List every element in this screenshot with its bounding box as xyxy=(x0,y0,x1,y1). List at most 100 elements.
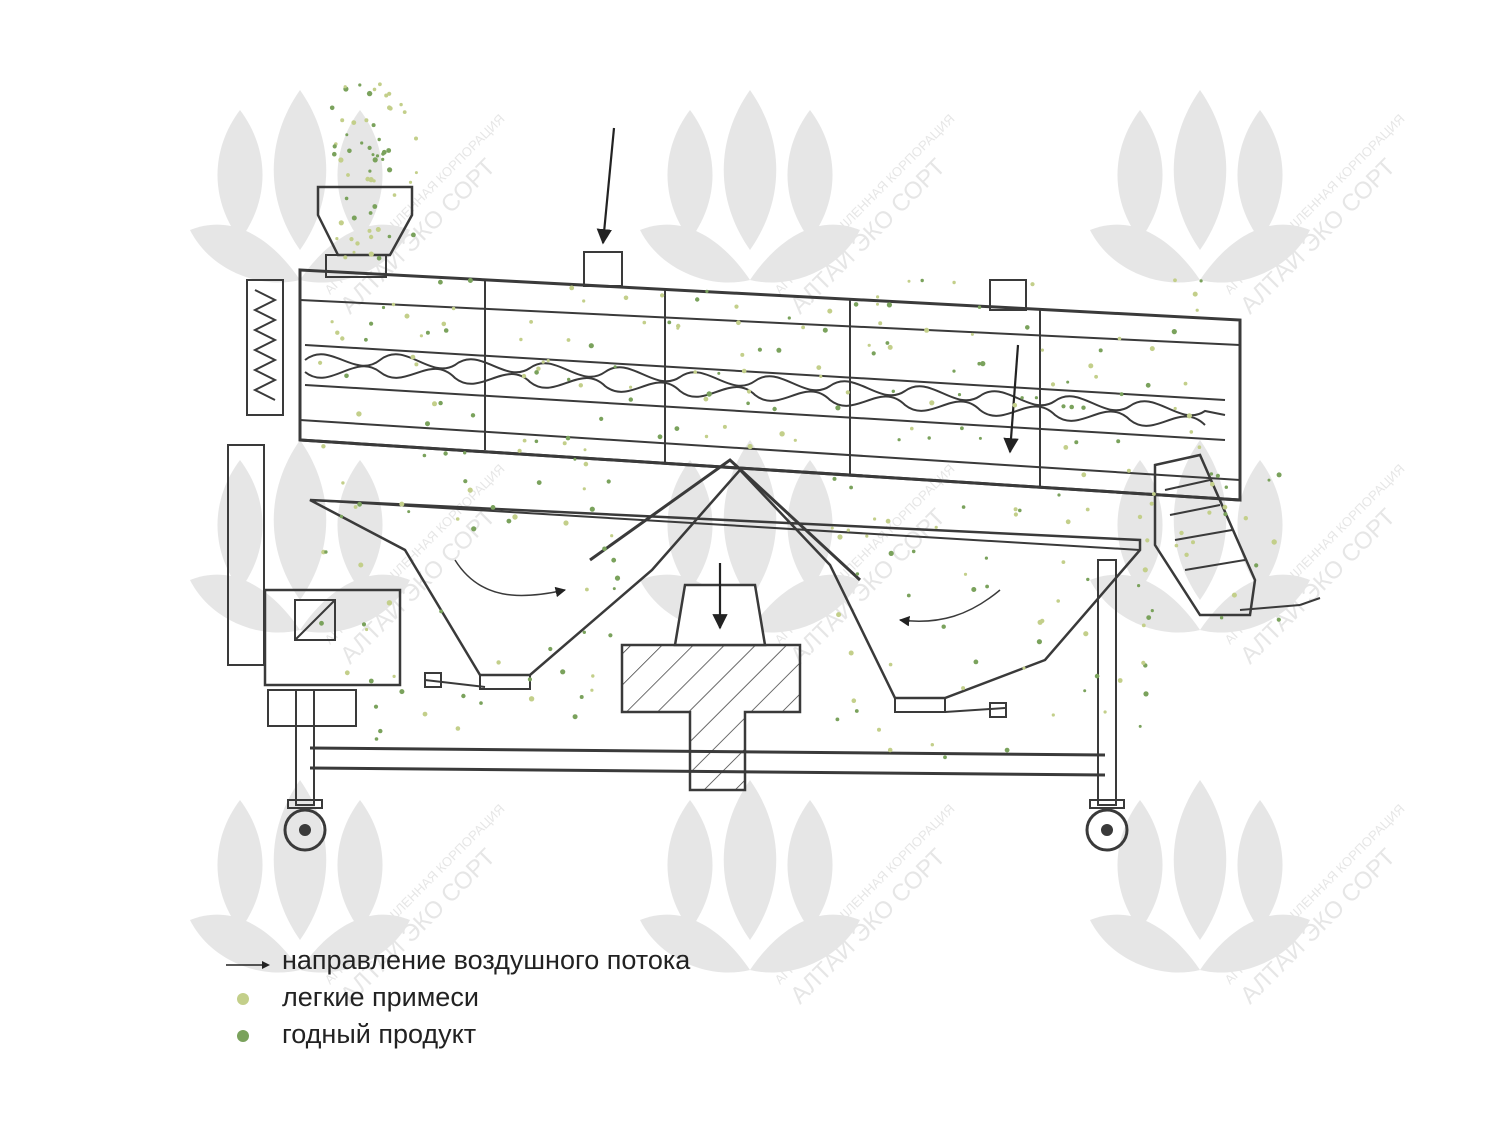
particle xyxy=(1142,567,1148,573)
particle xyxy=(952,369,956,373)
particle xyxy=(1103,710,1107,714)
particle xyxy=(387,234,392,239)
particle xyxy=(985,584,989,589)
feed-hopper xyxy=(316,185,414,257)
particle xyxy=(562,441,567,446)
particle xyxy=(1116,439,1121,444)
particle xyxy=(980,361,986,367)
particle xyxy=(706,391,712,397)
particle xyxy=(490,505,496,510)
particle xyxy=(356,411,362,417)
particle xyxy=(1081,472,1087,478)
particle xyxy=(772,406,777,412)
particle xyxy=(1231,592,1237,598)
particle xyxy=(1085,507,1090,512)
particle xyxy=(378,82,382,87)
legend-label-airflow: направление воздушного потока xyxy=(282,945,691,975)
auger xyxy=(304,344,1226,441)
particle xyxy=(419,334,423,338)
particle xyxy=(378,728,383,734)
particle xyxy=(381,305,386,310)
particle xyxy=(963,572,968,576)
particle xyxy=(381,157,385,161)
particle xyxy=(339,514,344,519)
particle xyxy=(1222,504,1228,510)
particle xyxy=(1137,514,1143,520)
particle xyxy=(534,370,539,375)
particle xyxy=(470,413,476,418)
particle xyxy=(368,251,374,257)
particle xyxy=(1199,279,1203,283)
particle xyxy=(927,436,931,440)
particle xyxy=(961,505,966,509)
particle xyxy=(602,546,607,552)
particle xyxy=(642,320,647,325)
particle xyxy=(318,360,323,365)
particle xyxy=(885,341,890,345)
particle xyxy=(629,385,633,389)
particle xyxy=(455,726,461,731)
particle xyxy=(471,526,477,532)
particle xyxy=(952,280,956,285)
particle xyxy=(1146,615,1152,620)
particle xyxy=(387,167,393,173)
particle xyxy=(961,686,966,691)
particle xyxy=(546,359,550,363)
particle xyxy=(364,337,368,342)
particle xyxy=(660,293,665,298)
particle xyxy=(463,479,468,484)
particle xyxy=(887,344,893,350)
particle xyxy=(1173,406,1177,411)
particle xyxy=(911,549,916,554)
particle xyxy=(451,306,456,311)
particle xyxy=(1171,329,1177,335)
particle xyxy=(345,133,349,137)
particle xyxy=(1094,374,1098,379)
particle xyxy=(374,737,379,741)
particle xyxy=(1117,678,1123,683)
particle xyxy=(1267,478,1271,482)
particle xyxy=(722,424,727,429)
particle xyxy=(365,627,369,632)
particle xyxy=(1197,445,1202,450)
particle xyxy=(368,234,374,240)
particle xyxy=(321,444,326,449)
particle xyxy=(377,137,381,142)
particle xyxy=(512,514,518,520)
particle xyxy=(1137,584,1141,588)
particle xyxy=(822,327,828,333)
particle xyxy=(366,90,373,97)
particle xyxy=(746,389,752,394)
particle xyxy=(757,347,763,352)
particle xyxy=(371,153,375,157)
particle xyxy=(1210,481,1215,487)
particle xyxy=(329,105,335,111)
particle xyxy=(1074,440,1079,445)
particle xyxy=(1254,563,1259,568)
particle xyxy=(361,622,367,627)
particle xyxy=(1061,560,1066,564)
particle xyxy=(1191,540,1195,545)
particle xyxy=(1004,747,1010,753)
particle xyxy=(1219,616,1224,620)
particle xyxy=(837,534,843,540)
particle xyxy=(853,302,859,307)
particle xyxy=(876,302,879,306)
particle xyxy=(885,518,891,524)
particle xyxy=(1145,382,1151,388)
particle xyxy=(1086,577,1090,582)
particle xyxy=(1013,507,1018,512)
particle xyxy=(816,365,822,370)
particle xyxy=(330,320,334,324)
particle xyxy=(375,154,380,158)
particle xyxy=(611,557,617,563)
particle xyxy=(467,278,473,283)
particle xyxy=(865,534,869,538)
airflow-arrow-down xyxy=(1003,344,1020,454)
particle xyxy=(1174,543,1179,548)
particle xyxy=(340,118,345,123)
particle xyxy=(676,323,681,329)
particle xyxy=(1184,552,1189,557)
